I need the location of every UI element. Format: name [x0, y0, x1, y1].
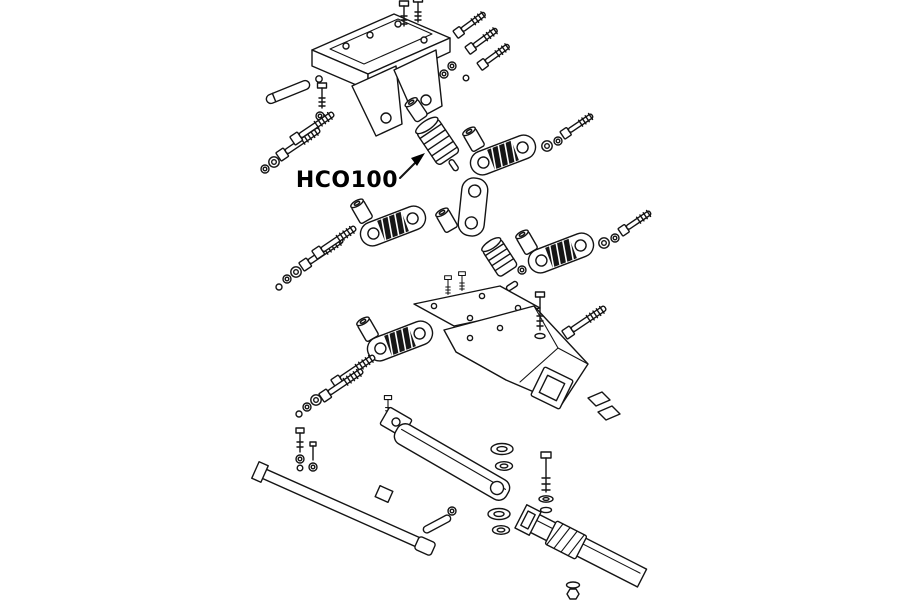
bolt: [617, 207, 654, 237]
swing-arm: [379, 395, 514, 535]
small-bolt: [316, 82, 328, 109]
pin-clip: [315, 75, 323, 83]
small-washer: [295, 410, 303, 418]
hitch-pin: [264, 78, 312, 106]
long-bolt: [289, 108, 337, 146]
bearing-ring: [490, 442, 514, 456]
frame-bolt: [309, 441, 317, 461]
small-washer: [275, 283, 283, 291]
small-washer: [462, 74, 470, 82]
frame-bar: [251, 427, 457, 556]
washer: [610, 233, 620, 243]
label-arrow: [399, 160, 418, 179]
bracket-top-bolt: [412, 0, 424, 23]
spring-bar-link: [524, 228, 598, 278]
bolt: [464, 25, 500, 56]
bolt: [559, 110, 596, 140]
link-bushing: [460, 124, 486, 153]
hex-nut: [566, 588, 580, 600]
link-bushing: [348, 196, 374, 225]
tube-bolt: [540, 451, 552, 493]
tube-sleeve: [544, 520, 588, 560]
washer: [553, 136, 563, 146]
washer: [308, 462, 318, 472]
lower-ribbed-bushing: [479, 234, 519, 279]
washer: [447, 61, 457, 71]
long-bolt: [561, 302, 609, 340]
washer: [302, 402, 312, 412]
square-tube-arm: [514, 451, 648, 600]
pin: [421, 513, 453, 535]
hco100-ribbed-bushing: [404, 96, 461, 172]
washer: [439, 69, 449, 79]
washer: [447, 506, 457, 516]
wedge-plate: [597, 405, 621, 421]
washer: [290, 266, 302, 278]
washer: [268, 156, 280, 168]
pivot-plate: [457, 177, 489, 237]
pivot-bushing: [433, 205, 459, 234]
head-bolt: [534, 291, 546, 340]
top-mounting-bracket: [311, 0, 451, 137]
washer: [541, 140, 553, 152]
washer: [282, 274, 292, 284]
washer: [310, 394, 322, 406]
bolt: [452, 9, 488, 40]
bearing-ring: [494, 461, 514, 471]
bearing-ring: [491, 525, 511, 535]
washer: [517, 265, 527, 275]
washer: [260, 164, 270, 174]
long-bolt: [330, 351, 378, 389]
frame-bolt: [295, 427, 305, 453]
long-bolt: [318, 365, 366, 403]
bearing-ring: [487, 507, 511, 521]
bolt: [476, 41, 512, 72]
small-washer: [296, 464, 304, 472]
wedge-plate: [587, 391, 611, 407]
washer: [565, 581, 581, 589]
washer: [295, 454, 305, 464]
label-arrowhead: [411, 153, 425, 166]
long-bolt: [311, 222, 359, 260]
part-number-label: HCO100: [296, 168, 398, 193]
washer: [598, 237, 610, 249]
hitch-head-assembly: [413, 271, 621, 421]
tube-washers: [538, 495, 554, 514]
